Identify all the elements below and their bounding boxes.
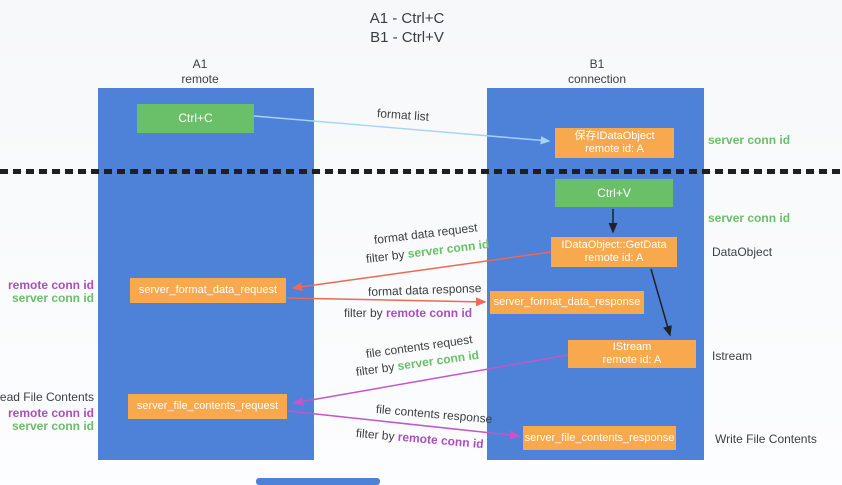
remote-conn-id-key: remote conn id: [397, 429, 485, 452]
lane-a1-name: A1: [192, 57, 208, 71]
istream-node: IStream remote id: A: [568, 340, 696, 368]
server-conn-id-annotation: server conn id: [11, 291, 94, 305]
phase-separator-dashed-line: [0, 169, 842, 174]
remote-conn-id-key: remote conn id: [386, 306, 473, 320]
istream-line2: remote id: A: [602, 354, 662, 366]
lane-b1-role: connection: [567, 72, 627, 86]
remote-conn-id-annotation: remote conn id: [7, 278, 94, 292]
remote-conn-id-annotation: remote conn id: [7, 406, 94, 420]
format-conn-id-annotations: remote conn id server conn id: [8, 279, 94, 305]
file-conn-id-annotations: remote conn id server conn id: [8, 407, 94, 433]
save-idataobject-node: 保存IDataObject remote id: A: [555, 128, 674, 158]
format-request-label: server_format_data_request: [138, 284, 278, 296]
server-conn-id-annotation: server conn id: [11, 419, 94, 433]
ctrl-c-label: Ctrl+C: [178, 111, 213, 125]
lane-header-a1: A1 remote: [140, 57, 260, 87]
lane-a1-role: remote: [181, 72, 219, 86]
horizontal-scrollbar-thumb[interactable]: [256, 478, 380, 485]
server-conn-id-annotation-top: server conn id: [708, 133, 791, 147]
file-response-label: server_file_contents_response: [524, 431, 675, 444]
save-idataobject-line1: 保存IDataObject: [574, 130, 655, 142]
filter-prefix: filter by: [365, 246, 409, 266]
write-file-contents-annotation: Write File Contents: [715, 432, 817, 446]
filter-prefix: filter by: [355, 426, 399, 444]
diagram-title: A1 - Ctrl+C B1 - Ctrl+V: [307, 9, 507, 47]
server-format-data-response-node: server_format_data_response: [490, 291, 644, 314]
getdata-line1: IDataObject::GetData: [561, 239, 667, 251]
server-file-contents-request-node: server_file_contents_request: [128, 394, 287, 419]
filter-by-remote-conn-id-label-2: filter by remote conn id: [355, 426, 484, 451]
lane-header-b1: B1 connection: [537, 57, 657, 87]
format-list-label: format list: [376, 106, 430, 124]
save-idataobject-line2: remote id: A: [585, 143, 644, 155]
ctrl-v-label: Ctrl+V: [597, 185, 631, 200]
title-line-2: B1 - Ctrl+V: [370, 29, 444, 46]
server-conn-id-annotation-mid: server conn id: [708, 211, 791, 225]
idataobject-getdata-node: IDataObject::GetData remote id: A: [551, 237, 677, 267]
format-data-response-label: format data response: [367, 281, 482, 299]
filter-by-remote-conn-id-label-1: filter by remote conn id: [344, 306, 472, 320]
istream-annotation: Istream: [712, 349, 753, 363]
lane-b1-name: B1: [589, 57, 605, 71]
istream-line1: IStream: [612, 341, 652, 353]
ctrl-v-node: Ctrl+V: [555, 179, 673, 207]
server-format-data-request-node: server_format_data_request: [130, 278, 286, 303]
getdata-line2: remote id: A: [584, 252, 644, 264]
file-request-label: server_file_contents_request: [136, 400, 279, 412]
file-contents-response-label: file contents response: [375, 402, 493, 427]
filter-prefix: filter by: [344, 306, 387, 320]
format-data-response-arrow: [286, 297, 487, 307]
server-file-contents-response-node: server_file_contents_response: [523, 426, 676, 450]
filter-prefix: filter by: [355, 359, 399, 379]
dataobject-annotation: DataObject: [712, 245, 773, 259]
format-response-label: server_format_data_response: [493, 296, 641, 308]
title-line-1: A1 - Ctrl+C: [369, 10, 445, 27]
ctrl-c-node: Ctrl+C: [137, 104, 254, 133]
read-file-contents-annotation: Read File Contents: [0, 390, 94, 404]
